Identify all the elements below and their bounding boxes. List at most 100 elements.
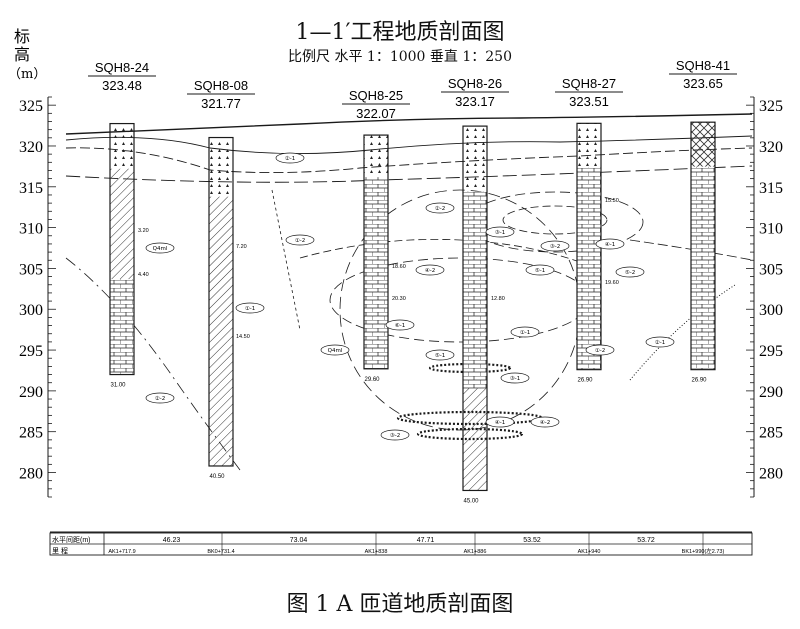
chainage-value: AK1+940: [578, 549, 601, 555]
layer-label-text: Q4ml: [153, 246, 168, 252]
borehole-outline: [690, 121, 716, 371]
borehole-name: SQH8-26: [448, 76, 502, 91]
borehole-name: SQH8-25: [349, 88, 403, 103]
borehole-bottom-depth: 45.00: [463, 498, 479, 504]
depth-label: 19.60: [605, 280, 619, 286]
layer-label-tag: Q4ml: [320, 344, 350, 356]
layer-label-text: ①-1: [520, 330, 530, 336]
layer-label-text: ②-1: [285, 155, 295, 162]
layer-label-ellipse: [380, 429, 410, 441]
borehole-elevation: 323.51: [569, 94, 609, 109]
axis-tick-label-right: 320: [759, 139, 783, 156]
table-row2-label: 里 程: [52, 546, 68, 555]
borehole-elevation: 323.17: [455, 94, 495, 109]
borehole-outline: [462, 125, 488, 492]
borehole-name: SQH8-41: [676, 58, 730, 73]
borehole-name: SQH8-08: [194, 78, 248, 93]
axis-tick-label-right: 290: [759, 384, 783, 401]
borehole-bottom-depth: 31.00: [110, 383, 126, 389]
borehole-elevation: 323.48: [102, 78, 142, 93]
borehole-top-fill: [463, 126, 487, 192]
layer-label-tag: ①-2: [285, 234, 315, 246]
layer-label-tag: ③-2: [380, 429, 410, 441]
borehole-mid-fill: [691, 166, 715, 276]
axis-tick-label-right: 295: [759, 343, 783, 360]
borehole-sqh8-26: SQH8-26 323.17 45.00: [441, 76, 509, 504]
depth-label: 20.30: [392, 296, 406, 302]
axis-tick-label-left: 325: [19, 98, 43, 115]
layer-label-tag: ②-1: [645, 336, 675, 348]
axis-tick-label-left: 310: [19, 221, 43, 238]
borehole-top-fill: [577, 123, 601, 168]
borehole-mid-fill: [110, 168, 134, 280]
layer-label-tag: ③-1: [485, 226, 515, 238]
layer-label-ellipse: [235, 302, 265, 314]
layer-label-tag: ②-2: [425, 202, 455, 214]
borehole-elevation: 322.07: [356, 106, 396, 121]
layer-label-text: ③-2: [550, 244, 560, 250]
borehole-outline: [109, 122, 135, 376]
layer-label-text: ⑥-1: [395, 323, 405, 329]
layer-label-text: ①-1: [245, 306, 255, 312]
depth-label: 4.40: [138, 272, 149, 278]
layer-label-ellipse: [425, 202, 455, 214]
layer-label-ellipse: [585, 344, 615, 356]
layer-label-ellipse: [485, 226, 515, 238]
layer-label-tag: ⑤-1: [425, 349, 455, 361]
layer-label-ellipse: [425, 349, 455, 361]
axis-tick-label-left: 320: [19, 139, 43, 156]
page-title: 1—1′工程地质剖面图: [295, 20, 505, 45]
layer-label-ellipse: [500, 372, 530, 384]
layer-label-text: ①-2: [595, 348, 605, 354]
layer-label-tag: ⑤-1: [525, 264, 555, 276]
layer-boundaries: [65, 113, 753, 471]
layer-label-tag: ⑤-2: [615, 266, 645, 278]
axis-tick-label-left: 305: [19, 261, 43, 278]
page-subtitle: 比例尺 水平 1：1000 垂直 1：250: [288, 49, 512, 65]
layer-label-text: ③-2: [390, 433, 400, 439]
borehole-bottom-depth: 40.50: [209, 474, 225, 480]
elevation-axis-title: 标高（m）: [8, 27, 46, 82]
layer-label-ellipse: [595, 238, 625, 250]
axis-tick-label-right: 280: [759, 466, 783, 483]
axis-tick-label-left: 315: [19, 180, 43, 197]
chainage-value: AK1+886: [464, 549, 487, 555]
borehole-outline: [363, 134, 389, 370]
axis-tick-label-left: 300: [19, 302, 43, 319]
borehole-top-fill: [209, 137, 233, 197]
axis-tick-label-left: 280: [19, 466, 43, 483]
layer-label-text: ③-1: [510, 376, 520, 382]
layer-label-text: ④-1: [495, 420, 505, 426]
depth-label: 15.50: [605, 198, 619, 204]
depth-label: 14.50: [236, 334, 250, 340]
layer-label-ellipse: [145, 392, 175, 404]
axis-title-char: 标: [14, 27, 30, 46]
layer-label-text: ②-1: [655, 339, 665, 346]
layer-label-ellipse: [525, 264, 555, 276]
axis-tick-label-left: 285: [19, 425, 43, 442]
layer-label-text: ②-2: [155, 395, 165, 402]
layer-label-tag: ①-1: [510, 326, 540, 338]
layer-label-text: ⑤-2: [625, 270, 635, 276]
borehole-low-fill: [209, 341, 233, 466]
borehole-low-fill: [577, 276, 601, 370]
spacing-value: 46.23: [163, 537, 181, 544]
layer-label-ellipse: [285, 234, 315, 246]
layer-label-tag: ④-2: [415, 264, 445, 276]
layer-label-ellipse: [385, 319, 415, 331]
borehole-low-fill: [110, 279, 134, 375]
borehole-columns: SQH8-24323.4831.00SQH8-08321.7740.50SQH8…: [88, 58, 737, 504]
borehole-low-fill: [691, 275, 715, 370]
borehole-low-fill: [364, 280, 388, 369]
chainage-value: AK1+717.9: [108, 549, 135, 555]
layer-label-text: ③-1: [495, 230, 505, 236]
layer-label-text: ①-2: [295, 238, 305, 244]
layer-label-ellipse: [540, 240, 570, 252]
